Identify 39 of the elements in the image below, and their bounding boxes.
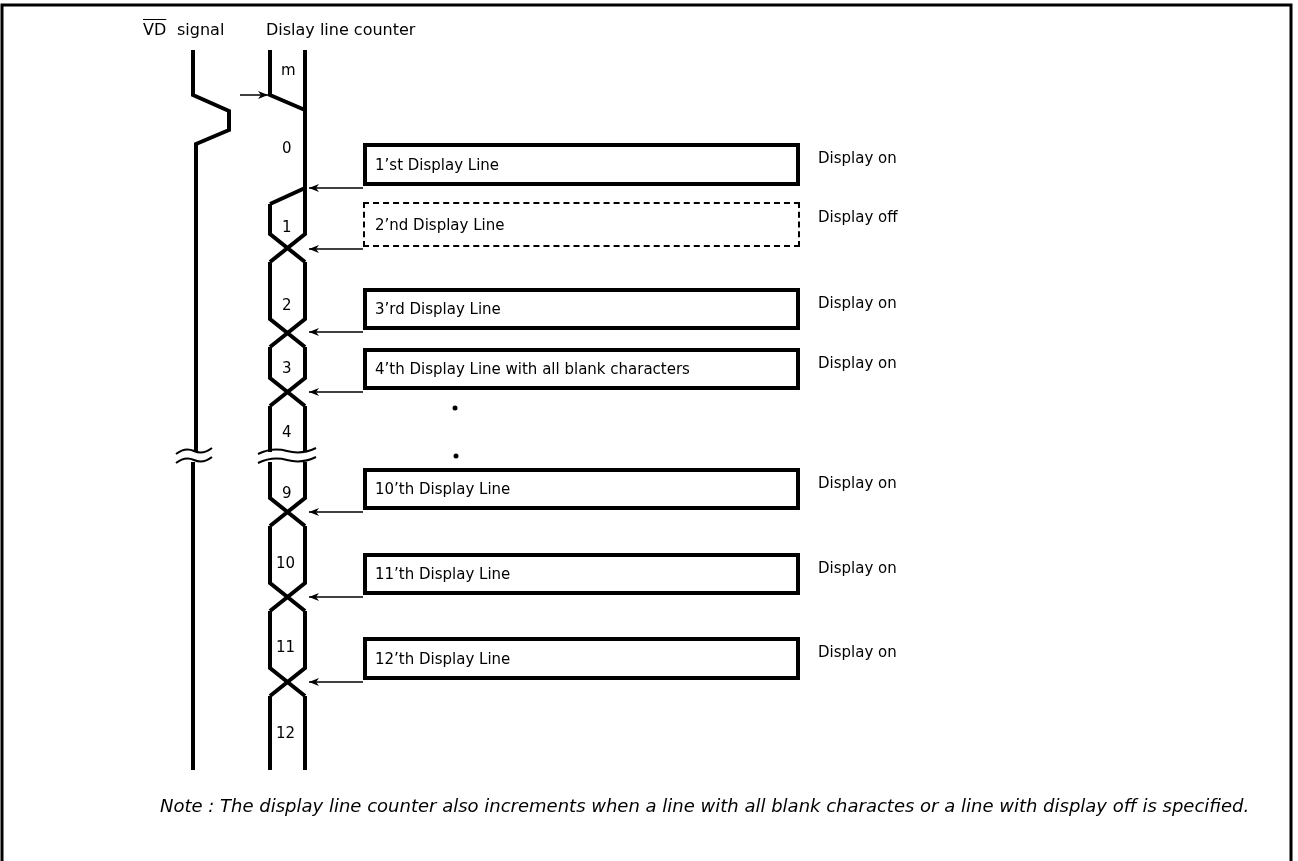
display-line-label: 10’th Display Line <box>375 480 511 498</box>
counter-value: 9 <box>282 486 292 501</box>
arrow <box>308 593 364 601</box>
counter-value: 11 <box>276 640 296 655</box>
display-line-label: 1’st Display Line <box>375 155 500 174</box>
display-status: Display on <box>818 561 897 576</box>
arrow <box>308 328 364 336</box>
arrow <box>308 678 364 686</box>
display-line-label: 11’th Display Line <box>375 565 511 583</box>
display-line-label: 2’nd Display Line <box>375 215 505 234</box>
signal-name: Dislay line counter <box>266 22 416 38</box>
display-status: Display on <box>818 476 897 491</box>
signal-name: VD <box>143 22 167 38</box>
counter-value: 1 <box>282 220 292 235</box>
counter-value: 0 <box>282 141 292 156</box>
counter-value: 12 <box>276 726 296 741</box>
display-status: Display on <box>818 296 897 311</box>
arrow <box>308 184 364 192</box>
display-status: Display on <box>818 645 897 660</box>
arrow <box>239 91 269 99</box>
display-line-box-dashed <box>363 202 800 247</box>
counter-value: 2 <box>282 298 292 313</box>
counter-value: 3 <box>282 361 292 376</box>
display-status: Display on <box>818 356 897 371</box>
arrow <box>308 388 364 396</box>
signal-name: signal <box>177 22 225 38</box>
note-text: Note : The display line counter also increments when a line with all blank charactes or a line with display off is specified. <box>160 794 1251 818</box>
display-status: Display off <box>818 210 898 225</box>
counter-value: m <box>281 63 296 78</box>
arrow <box>308 508 364 516</box>
counter-waveform <box>268 48 307 772</box>
display-status: Display on <box>818 151 897 166</box>
counter-value: 10 <box>276 556 296 571</box>
counter-value: 4 <box>282 425 292 440</box>
arrow <box>308 245 364 253</box>
display-line-label: 3’rd Display Line <box>375 300 501 318</box>
vd-signal-waveform <box>191 48 231 772</box>
display-line-label: 12’th Display Line <box>375 649 511 668</box>
display-line-label: 4’th Display Line with all blank characters <box>375 360 690 378</box>
